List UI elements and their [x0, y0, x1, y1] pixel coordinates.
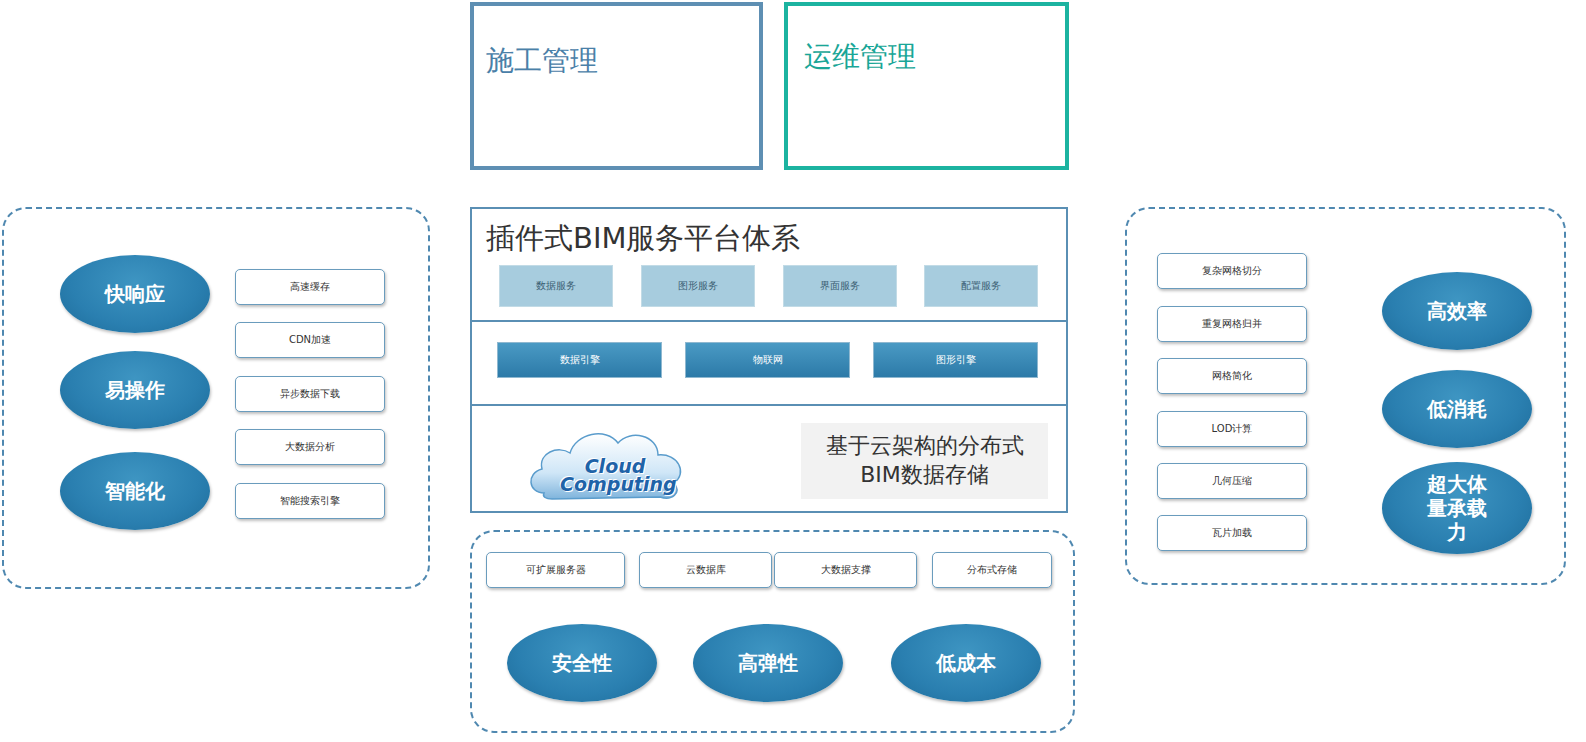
dashed-group: 快响应易操作智能化 高速缓存 CDN加速异步数据下载大数据分析智能搜索引擎 — [2, 207, 430, 589]
node-label: 高效率 — [1427, 299, 1487, 323]
node-label: 施工管理 — [486, 42, 598, 80]
feature-ellipse: 低成本 — [891, 624, 1041, 702]
tech-box: 重复网格归并 — [1157, 306, 1307, 342]
node-label: 大数据分析 — [285, 440, 335, 454]
tech-box: 云数据库 — [639, 552, 772, 588]
node-label: 网格简化 — [1212, 369, 1252, 383]
node-label: 低成本 — [936, 651, 996, 675]
feature-ellipse: 快响应 — [60, 255, 210, 333]
node-label: 高速缓存 — [290, 280, 330, 294]
node-label: 高弹性 — [738, 651, 798, 675]
service-box: 数据服务 — [499, 265, 613, 307]
engine-box: 数据引擎 — [497, 342, 662, 378]
node-label: 超大体量承载力 — [1425, 472, 1489, 544]
tech-box: CDN加速 — [235, 322, 385, 358]
feature-ellipse: 安全性 — [507, 624, 657, 702]
dashed-group: 可扩展服务器 云数据库 大数据支撑 分布式存储安全性 高弹性 低成本 — [470, 530, 1075, 733]
tech-box: 网格简化 — [1157, 358, 1307, 394]
node-label: 可扩展服务器 — [526, 563, 586, 577]
tech-box: 瓦片加载 — [1157, 515, 1307, 551]
node-label: 重复网格归并 — [1202, 317, 1262, 331]
node-label: 数据引擎 — [560, 353, 600, 367]
feature-ellipse: 高效率 — [1382, 272, 1532, 350]
feature-ellipse: 超大体量承载力 — [1382, 462, 1532, 554]
service-box: 界面服务 — [783, 265, 897, 307]
node-label: 异步数据下载 — [280, 387, 340, 401]
engine-box: 图形引擎 — [873, 342, 1038, 378]
node-label: 智能搜索引擎 — [280, 494, 340, 508]
tech-box: 智能搜索引擎 — [235, 483, 385, 519]
feature-ellipse: 低消耗 — [1382, 370, 1532, 448]
node-label: 易操作 — [105, 378, 165, 402]
node-label: 瓦片加载 — [1212, 526, 1252, 540]
node-label: 图形引擎 — [936, 353, 976, 367]
tech-box: 异步数据下载 — [235, 376, 385, 412]
node-label: 图形服务 — [678, 279, 718, 293]
node-label: 智能化 — [105, 479, 165, 503]
engine-box: 物联网 — [685, 342, 850, 378]
dashed-group: 复杂网格切分重复网格归并网格简化 LOD计算几何压缩瓦片加载 高效率低消耗超大体量承… — [1125, 207, 1566, 585]
row-divider — [472, 404, 1066, 406]
row-divider — [472, 320, 1066, 322]
node-label: 基于云架构的分布式BIM数据存储 — [811, 432, 1038, 489]
tech-box: 分布式存储 — [932, 552, 1052, 588]
storage-box: 基于云架构的分布式BIM数据存储 — [801, 423, 1048, 499]
node-label: 插件式BIM服务平台体系 — [486, 219, 800, 259]
node-label: LOD计算 — [1212, 422, 1253, 436]
node-label: 物联网 — [753, 353, 783, 367]
feature-ellipse: 高弹性 — [693, 624, 843, 702]
node-label: 运维管理 — [804, 38, 916, 76]
feature-ellipse: 易操作 — [60, 351, 210, 429]
node-label: 安全性 — [552, 651, 612, 675]
node-label: 快响应 — [105, 282, 165, 306]
module-box: 施工管理 — [470, 2, 763, 170]
service-box: 图形服务 — [641, 265, 755, 307]
node-label: 配置服务 — [961, 279, 1001, 293]
node-label: 低消耗 — [1427, 397, 1487, 421]
service-box: 配置服务 — [924, 265, 1038, 307]
tech-box: 可扩展服务器 — [486, 552, 625, 588]
tech-box: 高速缓存 — [235, 269, 385, 305]
cloud-shape — [531, 434, 681, 499]
node-label: 界面服务 — [820, 279, 860, 293]
platform-box: 插件式BIM服务平台体系数据服务 图形服务 界面服务 配置服务数据引擎 物联网 图形引擎基… — [470, 207, 1068, 513]
node-label: 分布式存储 — [967, 563, 1017, 577]
node-label: 几何压缩 — [1212, 474, 1252, 488]
node-label: 复杂网格切分 — [1202, 264, 1262, 278]
tech-box: 几何压缩 — [1157, 463, 1307, 499]
node-label: 云数据库 — [686, 563, 726, 577]
node-label: CDN加速 — [289, 333, 331, 347]
node-label: 大数据支撑 — [821, 563, 871, 577]
tech-box: 大数据支撑 — [774, 552, 917, 588]
feature-ellipse: 智能化 — [60, 452, 210, 530]
node-label: 数据服务 — [536, 279, 576, 293]
module-box: 运维管理 — [784, 2, 1069, 170]
tech-box: 复杂网格切分 — [1157, 253, 1307, 289]
tech-box: LOD计算 — [1157, 411, 1307, 447]
cloud-label: Cloud Computing — [560, 457, 670, 493]
tech-box: 大数据分析 — [235, 429, 385, 465]
